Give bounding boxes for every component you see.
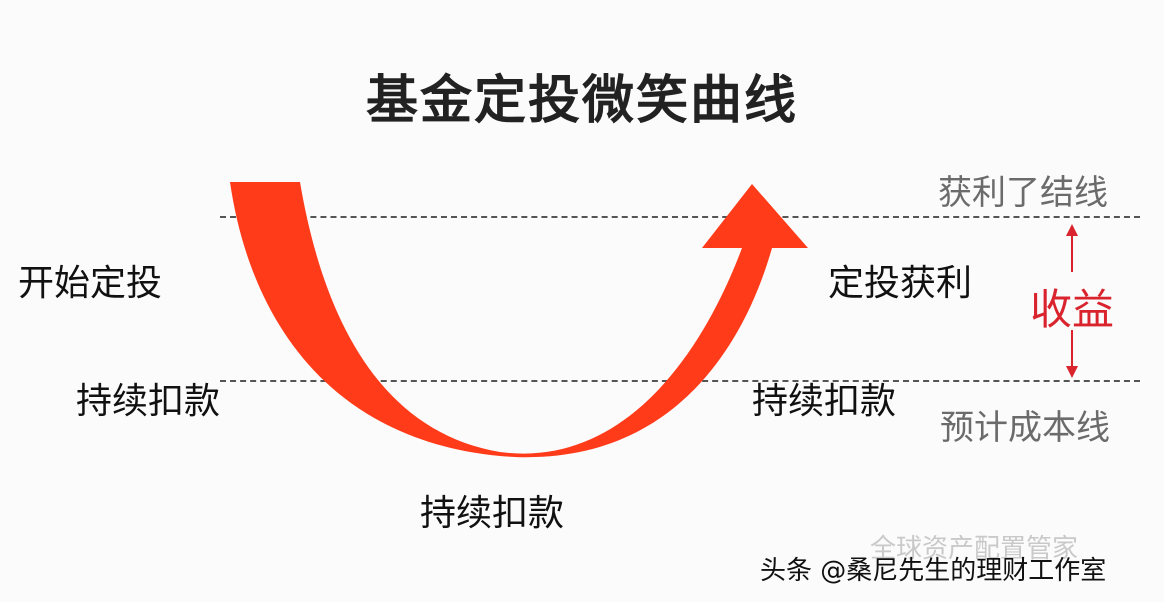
faded-watermark: 全球资产配置管家	[870, 534, 1079, 564]
diagram-title: 基金定投微笑曲线	[365, 71, 798, 131]
gain-arrows-icon	[1066, 224, 1078, 378]
start-label: 开始定投	[18, 263, 163, 304]
cost-line-label: 预计成本线	[940, 408, 1110, 448]
profit-line-label: 获利了结线	[938, 173, 1108, 213]
profit-line	[220, 216, 1140, 218]
watermark: 头条 @桑尼先生的理财工作室	[760, 556, 1107, 586]
profit-label: 定投获利	[828, 263, 973, 304]
gain-label: 收益	[1030, 285, 1115, 334]
right-deduct-label: 持续扣款	[752, 381, 897, 422]
bottom-deduct-label: 持续扣款	[420, 493, 565, 534]
left-deduct-label: 持续扣款	[76, 381, 221, 422]
